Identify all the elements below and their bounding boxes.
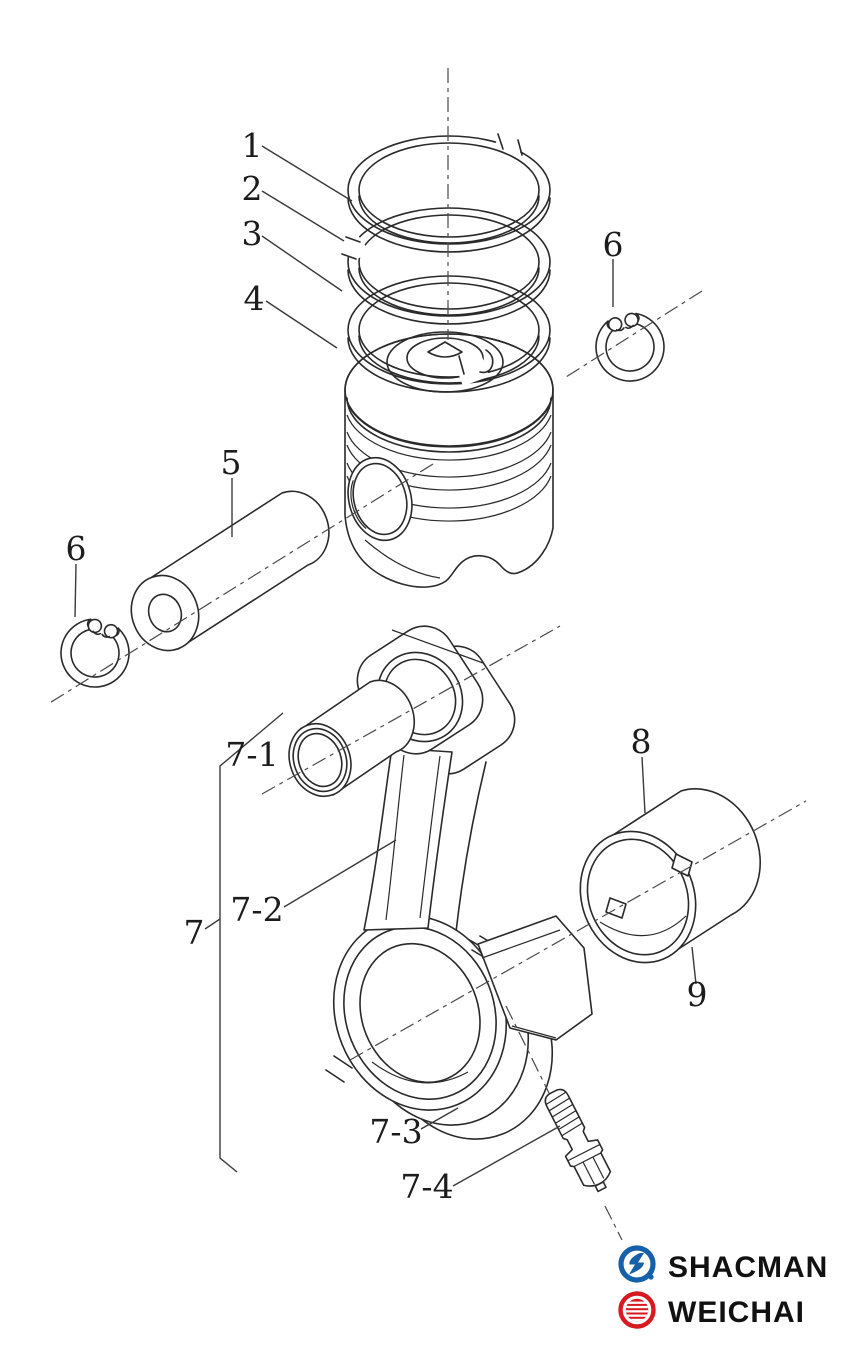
callout-5: 5 — [221, 443, 242, 482]
callout-7: 7 — [184, 913, 205, 952]
piston-crown-rim-outer — [344, 333, 554, 447]
circlip-right — [588, 306, 673, 390]
combustion-bowl-inner — [406, 337, 484, 379]
leader-7-2 — [283, 839, 397, 908]
callout-7-1: 7-1 — [225, 735, 278, 774]
big-end-clamp — [477, 915, 593, 1041]
callout-7-4: 7-4 — [400, 1167, 453, 1206]
piston-crown-rim-inner — [346, 397, 552, 453]
big-end-bore — [359, 942, 481, 1084]
rod-bolt — [544, 1088, 612, 1193]
callout-1: 1 — [242, 126, 263, 165]
circlip-left — [51, 611, 139, 697]
piston-ring-1 — [347, 128, 551, 253]
rod-shank — [363, 747, 453, 931]
callout-6-left: 6 — [66, 529, 87, 568]
leader-lines — [74, 145, 697, 1187]
callout-9: 9 — [687, 975, 708, 1014]
axis-lines — [47, 68, 807, 1241]
weichai-logo-text: WEICHAI — [668, 1296, 805, 1329]
skirt-inner-line — [364, 539, 441, 579]
leader-2 — [261, 190, 345, 242]
bolt-axis-lower — [604, 1205, 623, 1241]
leader-6-left — [74, 563, 77, 618]
leader-8 — [641, 756, 646, 814]
leader-1 — [261, 145, 353, 202]
bowl-center-cone — [427, 341, 463, 358]
piston-rings — [338, 128, 551, 393]
callout-2: 2 — [242, 169, 263, 208]
piston-ring-2 — [338, 207, 551, 325]
group-bracket-7 — [204, 712, 284, 1173]
branding: SHACMAN WEICHAI — [618, 1245, 828, 1329]
bearing-tab-upper — [671, 853, 693, 877]
bearing-tab-lower — [605, 897, 627, 919]
leader-4 — [265, 300, 338, 349]
connecting-rod — [325, 625, 593, 1140]
leader-9 — [691, 946, 697, 985]
callout-3: 3 — [242, 214, 263, 253]
leader-7-3 — [420, 1107, 459, 1130]
pin-axis-left — [47, 463, 434, 705]
leader-7-4 — [452, 1125, 561, 1187]
callout-7-2: 7-2 — [230, 890, 283, 929]
weichai-logo-icon — [618, 1291, 656, 1329]
callout-4: 4 — [244, 279, 265, 318]
callout-8: 8 — [631, 722, 652, 761]
big-end-axis — [349, 800, 807, 1061]
callout-labels: 1 2 3 4 5 6 6 7 7-1 7-2 7-3 7-4 8 9 — [66, 126, 708, 1206]
bolt-axis-upper — [505, 1005, 550, 1094]
shacman-logo-text: SHACMAN — [668, 1251, 828, 1284]
pin-axis-right — [565, 290, 703, 378]
piston — [344, 331, 554, 588]
callout-7-3: 7-3 — [369, 1112, 422, 1151]
small-end-bushing — [288, 679, 415, 798]
shacman-logo-icon — [618, 1245, 656, 1283]
piston-pin — [130, 490, 330, 652]
bearing-shells — [579, 788, 761, 964]
leader-3 — [261, 235, 343, 292]
piston-ring-3 — [347, 275, 551, 393]
callout-6-right: 6 — [603, 225, 624, 264]
piston-pin-bore — [347, 456, 413, 542]
